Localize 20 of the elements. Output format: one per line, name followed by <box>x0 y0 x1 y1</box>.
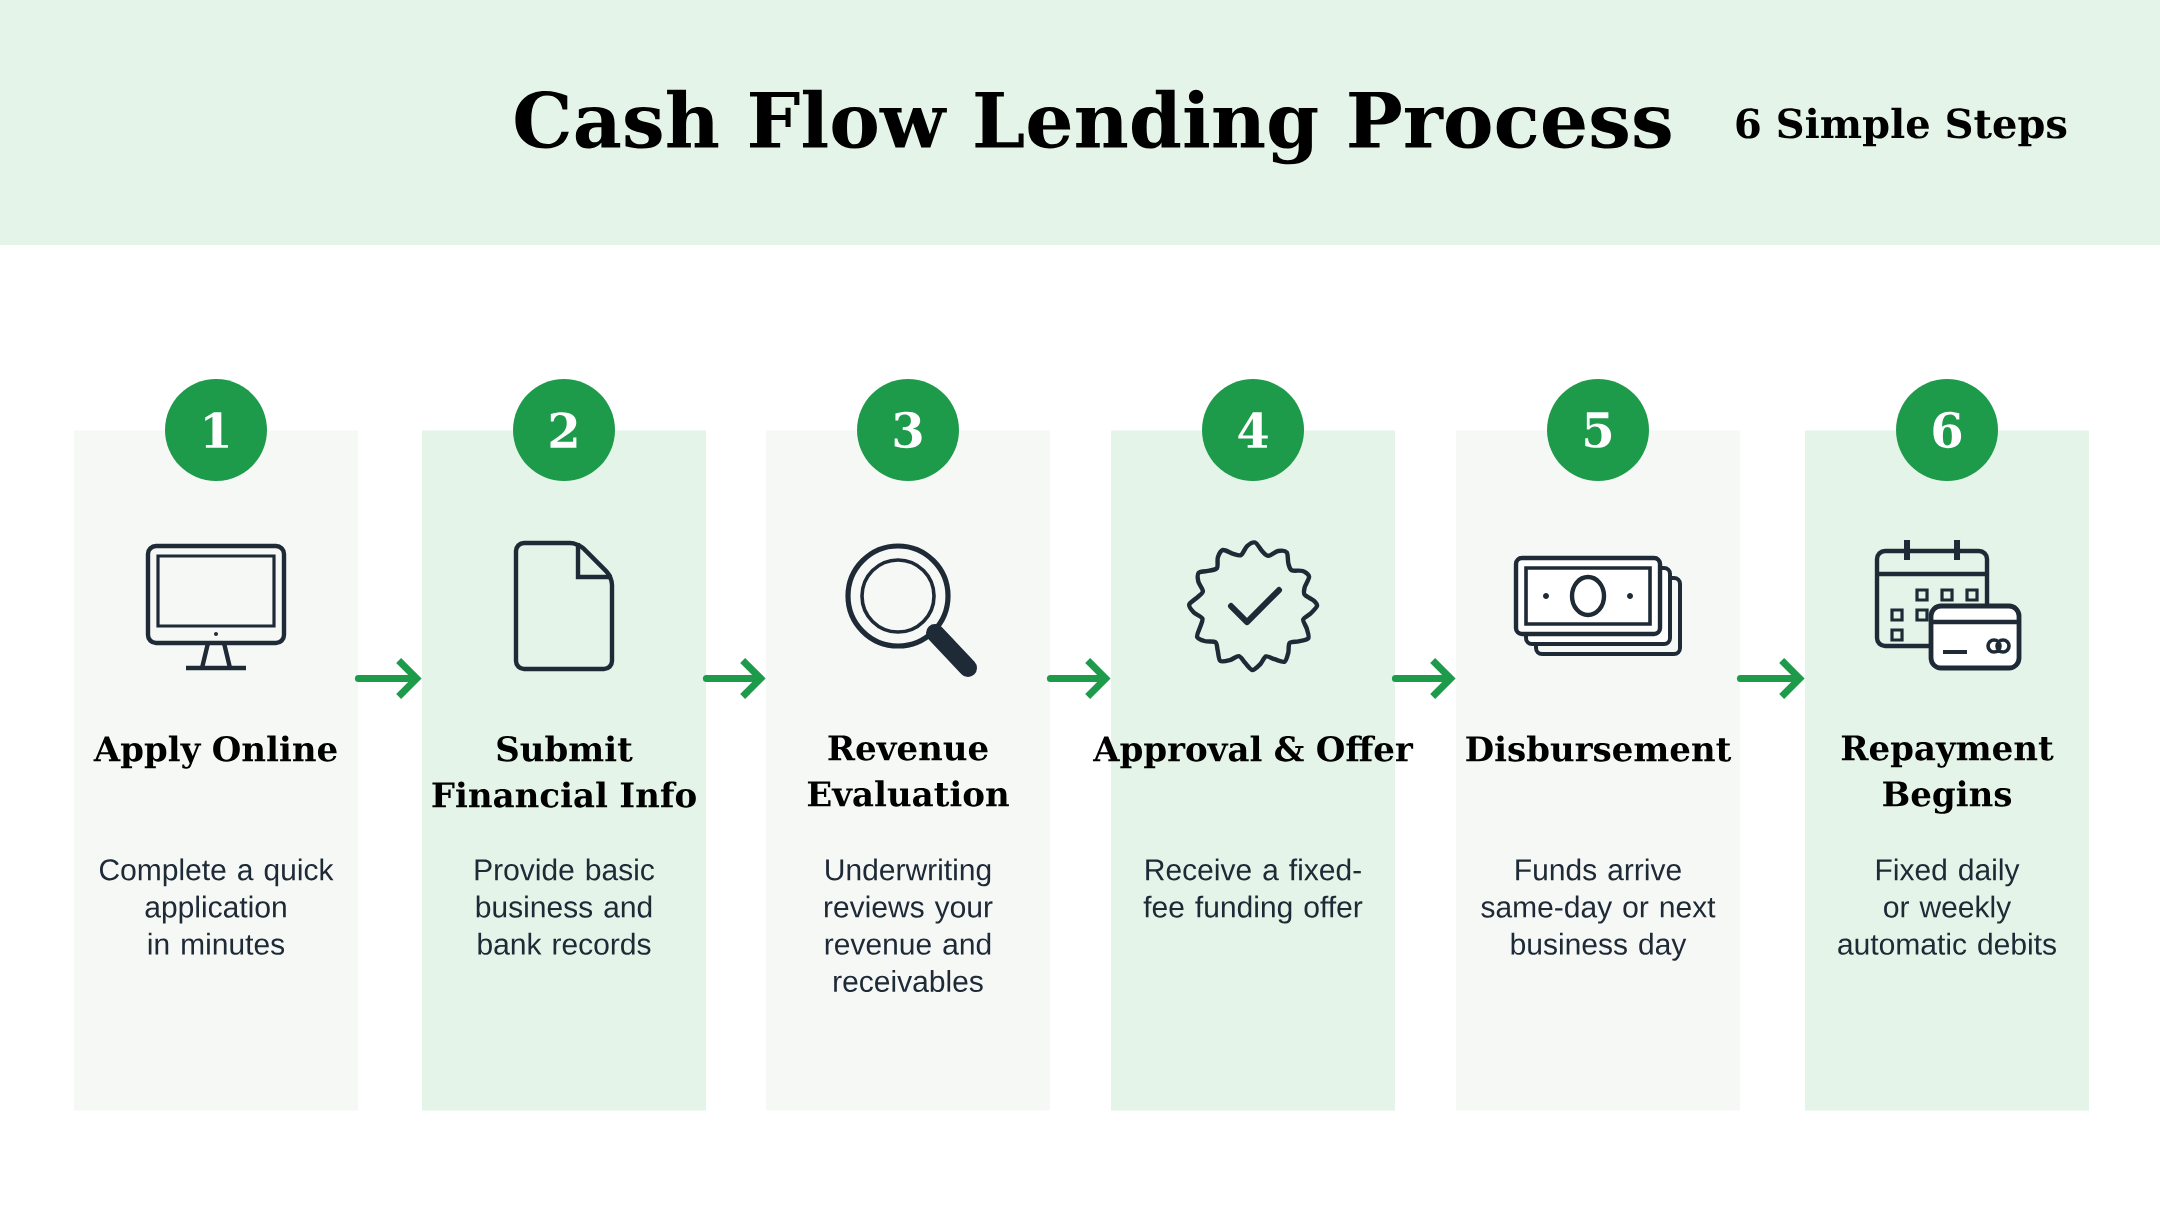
step-title: Approval & Offer <box>1092 735 1414 769</box>
number-badge: 5 <box>1547 379 1649 481</box>
step-description: Fixed daily or weekly automatic debits <box>1838 858 2056 955</box>
step-description: Funds arrive same-day or next business day <box>1481 858 1716 961</box>
step-title: Repayment Begins <box>1841 735 2054 814</box>
number-badge: 3 <box>857 379 959 481</box>
step-title: Apply Online <box>93 735 337 769</box>
step-title: Disbursement <box>1466 735 1732 762</box>
subtitle: 6 Simple Steps <box>1736 107 2067 147</box>
step-description: Receive a fixed-fee funding offer <box>1143 858 1363 924</box>
number-badge: 1 <box>165 379 267 481</box>
step-description: Provide basic business and bank records <box>475 858 655 955</box>
step-title: Submit Financial Info <box>432 735 696 808</box>
step-description: Complete a quick application in minutes <box>100 858 334 955</box>
title: Cash Flow Lending Process <box>515 89 1671 165</box>
step-title: Revenue Evaluation <box>807 735 1009 807</box>
number-badge: 2 <box>513 379 615 481</box>
number-badge: 6 <box>1896 379 1998 481</box>
number-badge: 4 <box>1202 379 1304 481</box>
step-description: Underwriting reviews your revenue and receivables <box>824 858 993 993</box>
